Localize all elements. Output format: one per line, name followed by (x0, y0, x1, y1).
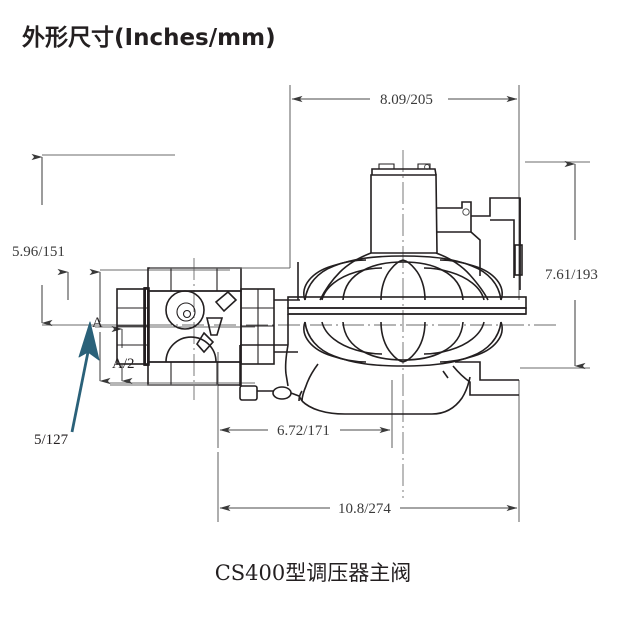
callout-leader-arrow (70, 321, 100, 433)
page-title: 外形尺寸(Inches/mm) (22, 25, 276, 51)
dim-right-height: 7.61/193 (545, 267, 598, 283)
dimension-labels: 8.09/205 5.96/151 7.61/193 6.72/171 10.8… (12, 92, 598, 517)
left-valve-body (116, 267, 300, 386)
callout-leader-label: 5/127 (34, 432, 69, 448)
dimension-lines (31, 95, 586, 512)
figure-caption: CS400型调压器主阀 (214, 561, 412, 585)
dim-bottom-inner-width: 6.72/171 (277, 423, 330, 439)
dim-left-height: 5.96/151 (12, 244, 65, 260)
extension-lines (42, 85, 590, 522)
dim-bottom-overall-width: 10.8/274 (338, 501, 391, 517)
construction-lines (110, 267, 290, 386)
main-regulator-body (239, 163, 527, 415)
dim-top-width: 8.09/205 (380, 92, 433, 108)
callout-a-label: A (92, 315, 103, 331)
centerlines (150, 150, 560, 498)
